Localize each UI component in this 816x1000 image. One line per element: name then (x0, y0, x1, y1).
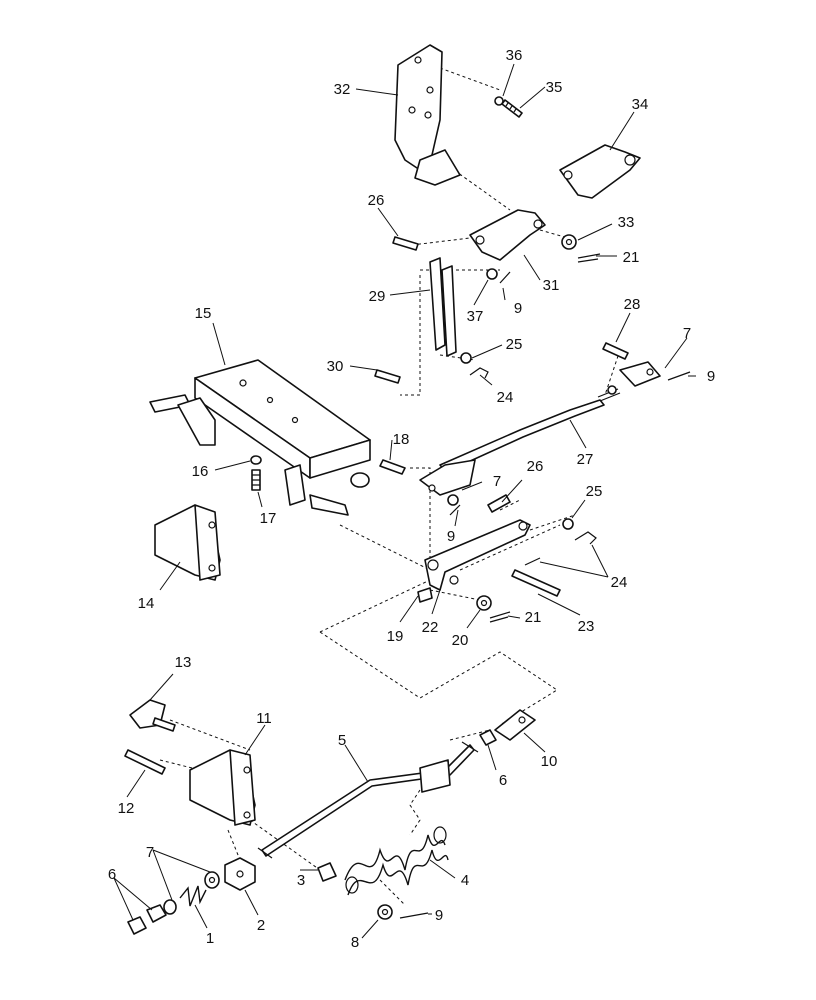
callout-26-middle: 26 (527, 458, 544, 475)
part-7-washer-lower-a (204, 871, 220, 889)
callout-15: 15 (195, 305, 212, 322)
callout-25-middle: 25 (586, 483, 603, 500)
callout-20: 20 (452, 632, 469, 649)
part-24-clip-middle (524, 531, 597, 566)
part-7-washer-middle (447, 494, 459, 506)
callout-24-middle: 24 (611, 574, 628, 591)
part-9-cotter-pin-c (449, 504, 461, 516)
callout-34: 34 (632, 96, 649, 113)
part-22-lever (424, 519, 531, 591)
part-18-pin (379, 459, 406, 475)
callout-11: 11 (256, 710, 272, 727)
callout-27: 27 (577, 451, 594, 468)
callout-8: 8 (351, 934, 359, 951)
callout-37: 37 (467, 308, 484, 325)
callout-10: 10 (541, 753, 558, 770)
callout-25-upper: 25 (506, 336, 523, 353)
callout-1: 1 (206, 930, 214, 947)
part-7-clevis-middle (419, 459, 476, 496)
part-6-nut-lower-b (127, 916, 147, 935)
part-24-clip-upper (469, 367, 489, 379)
part-2-block (224, 857, 256, 891)
part-3-bushing (317, 862, 337, 882)
callout-3: 3 (297, 872, 305, 889)
callout-17: 17 (260, 510, 277, 527)
callout-16: 16 (192, 463, 209, 480)
callout-14: 14 (138, 595, 155, 612)
part-5-rod (257, 741, 479, 859)
callout-7-upper: 7 (683, 325, 691, 342)
part-28-pin (602, 342, 629, 360)
callout-5: 5 (338, 732, 346, 749)
callout-7-lower: 7 (146, 844, 154, 861)
part-21-cotter-pin-upper (577, 253, 601, 263)
part-36-washer (494, 96, 504, 106)
callout-9-d: 9 (435, 907, 443, 924)
part-13-bracket-pin (129, 699, 176, 732)
callout-labels: 32 36 35 34 33 21 31 26 29 37 9 25 24 30… (108, 47, 715, 951)
part-9-cotter-pin-d (399, 912, 429, 919)
part-10-clevis (494, 709, 536, 741)
callout-6-lower: 6 (108, 866, 116, 883)
callout-19: 19 (387, 628, 404, 645)
part-32-pedal-bracket (394, 44, 461, 186)
callout-32: 32 (334, 81, 351, 98)
part-9-cotter-pin-b (667, 371, 691, 381)
callout-9-b: 9 (707, 368, 715, 385)
callout-21-middle: 21 (525, 609, 542, 626)
callout-26-upper: 26 (368, 192, 385, 209)
part-17-bolt (251, 469, 261, 491)
callout-9-c: 9 (447, 528, 455, 545)
part-7-clevis-upper (619, 361, 661, 387)
part-1-spring (179, 885, 207, 907)
callout-29: 29 (369, 288, 386, 305)
part-9-cotter-pin-a (499, 271, 511, 284)
part-11-bracket (189, 749, 256, 826)
callout-22: 22 (422, 619, 439, 636)
part-12-pin (124, 749, 166, 775)
part-8-washer (377, 904, 393, 920)
part-29-link-plates (429, 257, 457, 357)
part-6-nut-upper (479, 729, 497, 746)
part-33-washer (561, 234, 577, 250)
callout-6-upper: 6 (499, 772, 507, 789)
callout-12: 12 (118, 800, 135, 817)
callout-18: 18 (393, 431, 410, 448)
callout-7-middle: 7 (493, 473, 501, 490)
part-25-washer-upper (460, 352, 472, 364)
part-34-yoke (559, 144, 641, 199)
part-31-lever (469, 209, 546, 261)
part-37-washer (486, 268, 498, 280)
callout-30: 30 (327, 358, 344, 375)
part-26-pin-upper (392, 236, 419, 251)
leader-lines (113, 63, 696, 939)
callout-13: 13 (175, 654, 192, 671)
part-16-washer (250, 455, 262, 465)
callout-21-upper: 21 (623, 249, 640, 266)
part-14-bracket (154, 504, 221, 581)
callout-31: 31 (543, 277, 560, 294)
callout-24-upper: 24 (497, 389, 514, 406)
part-7-washer-lower-b (163, 899, 177, 915)
callout-36: 36 (506, 47, 523, 64)
part-21-cotter-pin-middle (489, 611, 511, 623)
callout-2: 2 (257, 917, 265, 934)
part-35-bolt (501, 99, 523, 118)
part-30-pin (374, 369, 401, 384)
callout-23: 23 (578, 618, 595, 635)
callout-9-a: 9 (514, 300, 522, 317)
callout-4: 4 (461, 872, 469, 889)
callout-28: 28 (624, 296, 641, 313)
part-20-washer (476, 595, 492, 611)
callout-35: 35 (546, 79, 563, 96)
part-19-bushing (417, 587, 433, 603)
callout-33: 33 (618, 214, 635, 231)
part-15-frame (149, 359, 371, 516)
assembly-guide-lines (159, 67, 621, 906)
part-4-spring (344, 826, 449, 896)
part-23-pin (511, 569, 561, 597)
part-25-washer-middle (562, 518, 574, 530)
